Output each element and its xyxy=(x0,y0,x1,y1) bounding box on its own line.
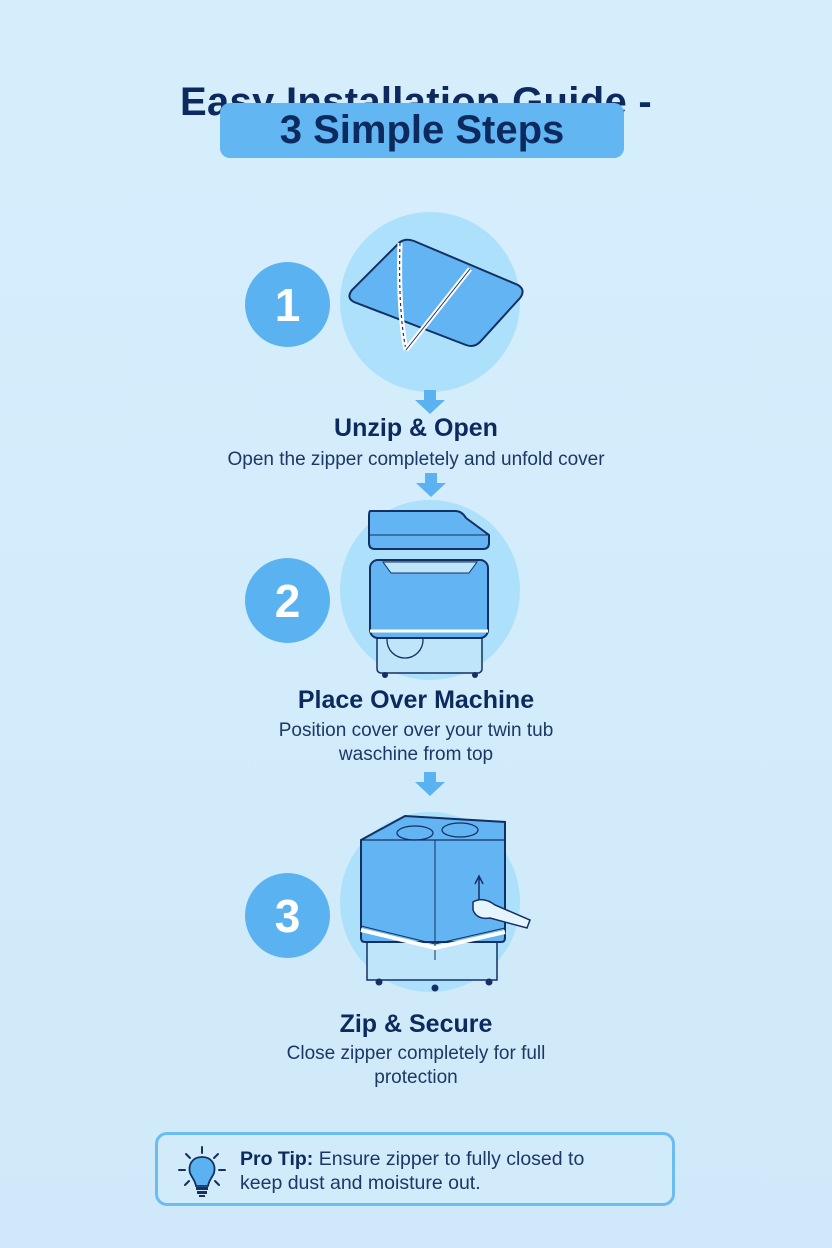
open-zipper-cover-icon xyxy=(348,238,524,352)
step-3-number: 3 xyxy=(274,889,301,942)
step-3-description-line2: protection xyxy=(374,1067,458,1088)
cover-over-machine-icon xyxy=(368,510,490,678)
step-3-description-line1: Close zipper completely for full xyxy=(286,1043,546,1064)
lightbulb-icon xyxy=(178,1146,226,1197)
subtitle-badge: 3 Simple Steps xyxy=(220,103,624,158)
step-2-number: 2 xyxy=(274,574,301,627)
subtitle-text: 3 Simple Steps xyxy=(279,108,565,152)
step-2-description-line1: Position cover over your twin tub xyxy=(278,720,554,741)
step-2-number-badge: 2 xyxy=(245,558,330,643)
step-1-number: 1 xyxy=(274,278,301,331)
pro-tip-line2: keep dust and moisture out. xyxy=(240,1172,481,1194)
step-2-description-line2: waschine from top xyxy=(338,744,494,765)
step-1-title: Unzip & Open xyxy=(334,414,498,442)
down-arrow-icon xyxy=(415,772,445,796)
zip-secure-machine-icon xyxy=(360,814,531,992)
step-3-number-badge: 3 xyxy=(245,873,330,958)
pro-tip-label: Pro Tip: xyxy=(240,1148,314,1170)
down-arrow-icon xyxy=(416,473,446,497)
pro-tip-box: Pro Tip: Ensure zipper to fully closed t… xyxy=(155,1132,675,1206)
down-arrow-icon xyxy=(415,390,445,414)
step-3-title: Zip & Secure xyxy=(339,1010,493,1038)
pro-tip-text: Pro Tip: Ensure zipper to fully closed t… xyxy=(240,1147,660,1195)
step-1-description: Open the zipper completely and unfold co… xyxy=(227,449,605,470)
pro-tip-line1: Ensure zipper to fully closed to xyxy=(313,1148,585,1170)
step-1-number-badge: 1 xyxy=(245,262,330,347)
step-2-title: Place Over Machine xyxy=(297,686,535,714)
